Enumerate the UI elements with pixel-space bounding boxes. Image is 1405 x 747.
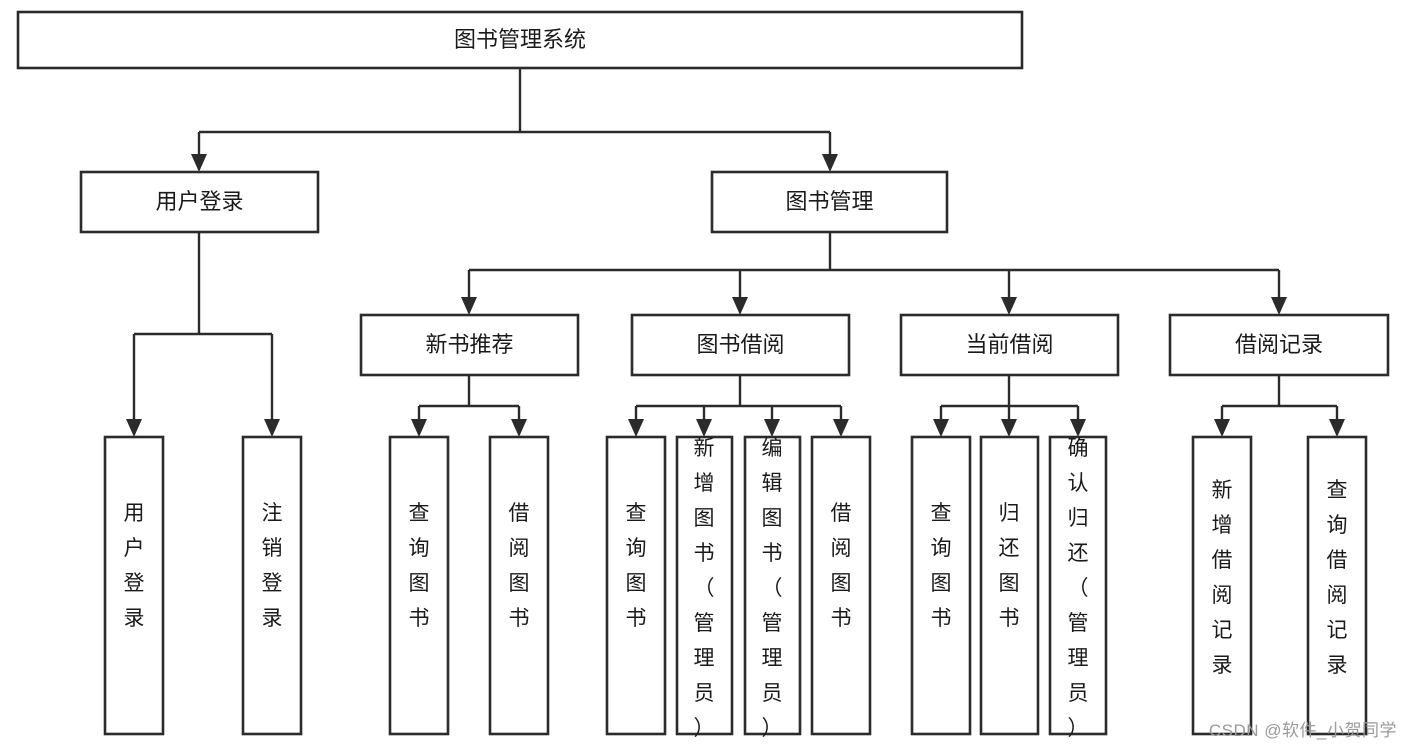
arrowhead-cb-leaf-3: [1070, 419, 1086, 437]
connector-root-to-level2: [191, 68, 838, 172]
node-leaf-user-login-box[interactable]: [103, 435, 165, 736]
node-book-borrow-label: 图书借阅: [696, 332, 784, 357]
arrowhead-br-leaf-1: [1214, 419, 1230, 437]
node-leaf-cb-query-book-label: 查询图书: [931, 502, 952, 630]
node-borrow-records-box[interactable]: [1168, 313, 1390, 377]
node-leaf-user-login-label: 用户登录: [124, 502, 145, 630]
node-leaf-nb-borrow-book-label: 借阅图书: [509, 502, 530, 630]
node-leaf-cb-query-book[interactable]: 查询图书: [910, 435, 972, 736]
arrowhead-br-leaf-2: [1329, 419, 1345, 437]
arrowhead-leaf-user-login: [126, 419, 142, 437]
node-leaf-nb-query-book-label: 查询图书: [409, 502, 430, 630]
node-new-book-recommend-label: 新书推荐: [425, 332, 513, 357]
arrowhead-current-borrow: [1001, 297, 1017, 315]
node-borrow-records-label: 借阅记录: [1235, 332, 1323, 357]
node-leaf-bb-borrow-book-label: 借阅图书: [831, 502, 852, 630]
arrowhead-cb-leaf-1: [933, 419, 949, 437]
node-leaf-cb-return-book-box[interactable]: [979, 435, 1040, 736]
node-leaf-nb-borrow-book-box[interactable]: [488, 435, 550, 736]
node-leaf-cb-query-book-box[interactable]: [910, 435, 972, 736]
node-leaf-bb-query-book-box[interactable]: [605, 435, 667, 736]
arrowhead-cb-leaf-2: [1001, 419, 1017, 437]
node-new-book-recommend-box[interactable]: [359, 313, 580, 377]
node-leaf-bb-add-book-label: 新增图书（管理员）: [694, 437, 715, 740]
connector-book-borrow-to-leaves: [628, 375, 849, 437]
node-leaf-cb-return-book-label: 归还图书: [999, 502, 1020, 630]
node-leaf-br-query-record-label: 查询借阅记录: [1327, 479, 1348, 677]
node-book-borrow[interactable]: 图书借阅: [630, 313, 851, 377]
node-leaf-bb-add-book-box[interactable]: [675, 435, 734, 736]
node-leaf-bb-borrow-book[interactable]: 借阅图书: [810, 435, 872, 736]
arrowhead-bb-leaf-1: [628, 419, 644, 437]
arrowhead-nb-leaf-1: [411, 419, 427, 437]
node-leaf-logout-label: 注销登录: [262, 502, 283, 630]
node-book-management-label: 图书管理: [785, 189, 873, 214]
node-leaf-logout-box[interactable]: [241, 435, 303, 736]
node-leaf-user-login[interactable]: 用户登录: [103, 435, 165, 736]
node-new-book-recommend[interactable]: 新书推荐: [359, 313, 580, 377]
connector-user-login-to-leaves: [126, 232, 280, 437]
node-leaf-cb-confirm-return-box[interactable]: [1048, 435, 1108, 736]
node-leaf-br-add-record-box[interactable]: [1191, 435, 1253, 736]
node-leaf-bb-query-book[interactable]: 查询图书: [605, 435, 667, 736]
arrowhead-book-borrow: [732, 297, 748, 315]
node-leaf-cb-confirm-return[interactable]: 确认归还（管理员）: [1048, 435, 1108, 740]
arrowhead-bb-leaf-4: [833, 419, 849, 437]
arrowhead-borrow-records: [1271, 297, 1287, 315]
node-leaf-br-add-record-label: 新增借阅记录: [1212, 479, 1233, 677]
node-leaf-logout[interactable]: 注销登录: [241, 435, 303, 736]
arrowhead-nb-leaf-2: [511, 419, 527, 437]
node-leaf-nb-query-book[interactable]: 查询图书: [388, 435, 450, 736]
node-current-borrow-label: 当前借阅: [965, 332, 1053, 357]
node-leaf-nb-query-book-box[interactable]: [388, 435, 450, 736]
arrowhead-bb-leaf-3: [764, 419, 780, 437]
arrowhead-bb-leaf-2: [696, 419, 712, 437]
node-user-login-label: 用户登录: [155, 189, 243, 214]
node-leaf-bb-edit-book[interactable]: 编辑图书（管理员）: [743, 435, 802, 740]
connector-book-mgmt-to-level3: [461, 232, 1287, 315]
node-leaf-cb-return-book[interactable]: 归还图书: [979, 435, 1040, 736]
connector-new-book-to-leaves: [411, 375, 527, 437]
node-leaf-br-add-record[interactable]: 新增借阅记录: [1191, 435, 1253, 736]
connector-borrow-records-to-leaves: [1214, 375, 1345, 437]
node-book-management[interactable]: 图书管理: [710, 170, 949, 234]
node-leaf-br-query-record-box[interactable]: [1306, 435, 1368, 736]
arrowhead-new-book: [461, 297, 477, 315]
node-leaf-cb-confirm-return-label: 确认归还（管理员）: [1068, 437, 1089, 740]
node-root-label: 图书管理系统: [454, 27, 586, 52]
connector-current-borrow-to-leaves: [933, 375, 1086, 437]
arrowhead-book-mgmt: [822, 154, 838, 172]
node-leaf-bb-edit-book-box[interactable]: [743, 435, 802, 736]
node-leaf-br-query-record[interactable]: 查询借阅记录: [1306, 435, 1368, 736]
node-borrow-records[interactable]: 借阅记录: [1168, 313, 1390, 377]
node-leaf-bb-add-book[interactable]: 新增图书（管理员）: [675, 435, 734, 740]
node-book-borrow-box[interactable]: [630, 313, 851, 377]
node-current-borrow[interactable]: 当前借阅: [899, 313, 1120, 377]
node-leaf-bb-edit-book-label: 编辑图书（管理员）: [762, 437, 783, 740]
node-current-borrow-box[interactable]: [899, 313, 1120, 377]
arrowhead-user-login: [191, 154, 207, 172]
node-book-management-box[interactable]: [710, 170, 949, 234]
node-root-book-management-system[interactable]: 图书管理系统: [16, 10, 1024, 70]
node-user-login[interactable]: 用户登录: [79, 170, 320, 234]
node-user-login-box[interactable]: [79, 170, 320, 234]
node-root-box[interactable]: [16, 10, 1024, 70]
node-leaf-bb-query-book-label: 查询图书: [626, 502, 647, 630]
node-leaf-nb-borrow-book[interactable]: 借阅图书: [488, 435, 550, 736]
node-leaf-bb-borrow-book-box[interactable]: [810, 435, 872, 736]
arrowhead-leaf-logout: [264, 419, 280, 437]
